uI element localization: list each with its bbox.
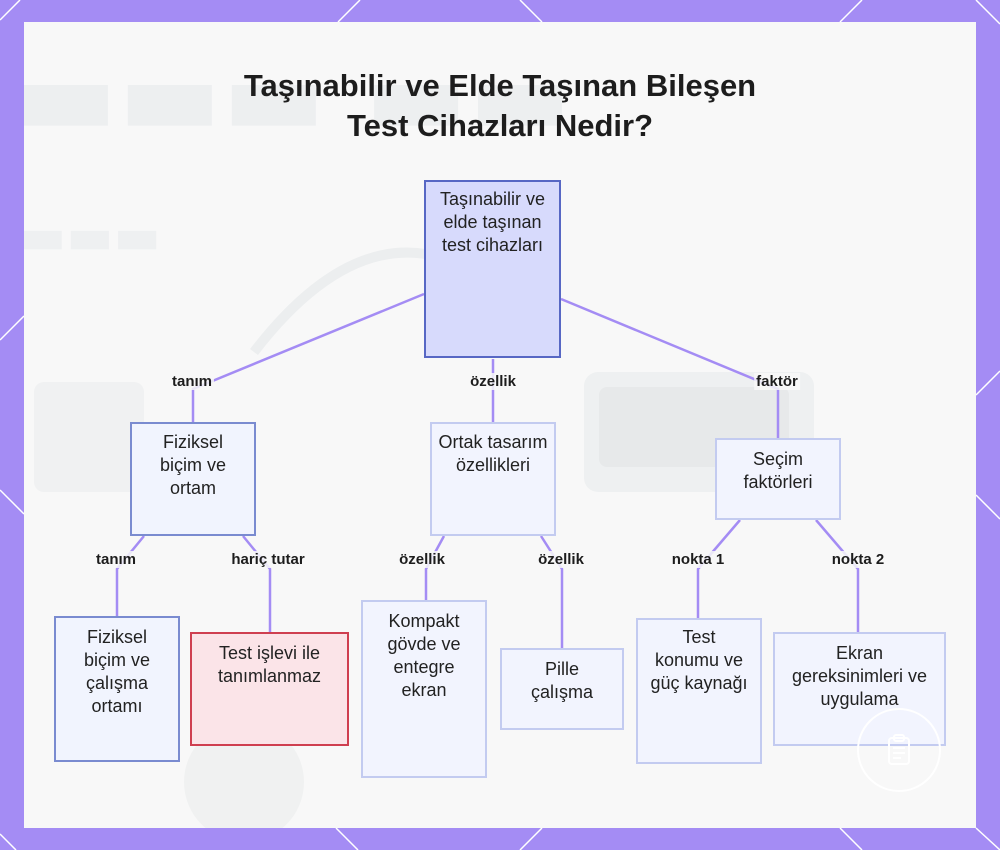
- link-design-compact: [424, 535, 446, 600]
- clipboard-icon: [857, 708, 941, 792]
- node-location-power: Test konumu ve güç kaynağı: [636, 618, 762, 764]
- node-selection-factors: Seçim faktörleri: [715, 438, 841, 520]
- edge-label-physical-env: tanım: [93, 551, 139, 568]
- node-root-label: Taşınabilir ve elde taşınan test cihazla…: [439, 189, 546, 255]
- edge-label-selection-location: nokta 1: [669, 551, 727, 568]
- node-physical-form-env-label: Fiziksel biçim ve çalışma ortamı: [83, 627, 150, 716]
- edge-label-root-design: özellik: [468, 373, 518, 390]
- link-design-battery: [539, 535, 564, 648]
- node-root: Taşınabilir ve elde taşınan test cihazla…: [424, 180, 561, 358]
- node-display-needs-label: Ekran gereksinimleri ve uygulama: [791, 643, 928, 709]
- link-root-physical: [191, 292, 425, 422]
- edge-label-root-selection: faktör: [754, 373, 800, 390]
- connector-lines: [115, 292, 860, 648]
- node-common-design-label: Ortak tasarım özellikleri: [438, 432, 548, 475]
- node-compact-body-label: Kompakt gövde ve entegre ekran: [387, 611, 461, 700]
- link-physical-exclude: [242, 535, 272, 632]
- node-location-power-label: Test konumu ve güç kaynağı: [650, 627, 748, 693]
- background-decoration: ▬▬▬ ▬▬: [24, 32, 572, 160]
- link-root-selection: [560, 297, 780, 438]
- title-line-1: Taşınabilir ve Elde Taşınan Bileşen: [243, 68, 757, 103]
- page-title: Taşınabilir ve Elde Taşınan Bileşen Test…: [24, 66, 976, 146]
- node-physical-form-env: Fiziksel biçim ve çalışma ortamı: [54, 616, 180, 762]
- link-selection-display: [815, 519, 860, 632]
- edge-label-selection-display: nokta 2: [829, 551, 887, 568]
- clipboard-icon-glyph: [888, 734, 910, 765]
- edge-label-design-compact: özellik: [397, 551, 447, 568]
- node-not-test-function: Test işlevi ile tanımlanmaz: [190, 632, 349, 746]
- node-physical-form: Fiziksel biçim ve ortam: [130, 422, 256, 536]
- edge-label-physical-exclude: hariç tutar: [229, 551, 307, 568]
- node-battery-label: Pille çalışma: [530, 659, 593, 702]
- link-selection-location: [696, 519, 741, 618]
- diagram-panel: ▬▬▬ ▬▬ ▬▬▬ Taşınabilir ve Elde Taşınan B…: [24, 22, 976, 828]
- node-compact-body: Kompakt gövde ve entegre ekran: [361, 600, 487, 778]
- link-physical-env: [115, 535, 145, 616]
- edge-label-root-physical: tanım: [169, 373, 215, 390]
- node-common-design: Ortak tasarım özellikleri: [430, 422, 556, 536]
- node-selection-factors-label: Seçim faktörleri: [743, 449, 813, 492]
- node-physical-form-label: Fiziksel biçim ve ortam: [159, 432, 226, 498]
- edge-label-design-battery: özellik: [536, 551, 586, 568]
- title-line-2: Test Cihazları Nedir?: [346, 108, 654, 143]
- background-decoration: ▬▬▬: [24, 207, 161, 265]
- node-not-test-function-label: Test işlevi ile tanımlanmaz: [217, 643, 322, 686]
- node-battery: Pille çalışma: [500, 648, 624, 730]
